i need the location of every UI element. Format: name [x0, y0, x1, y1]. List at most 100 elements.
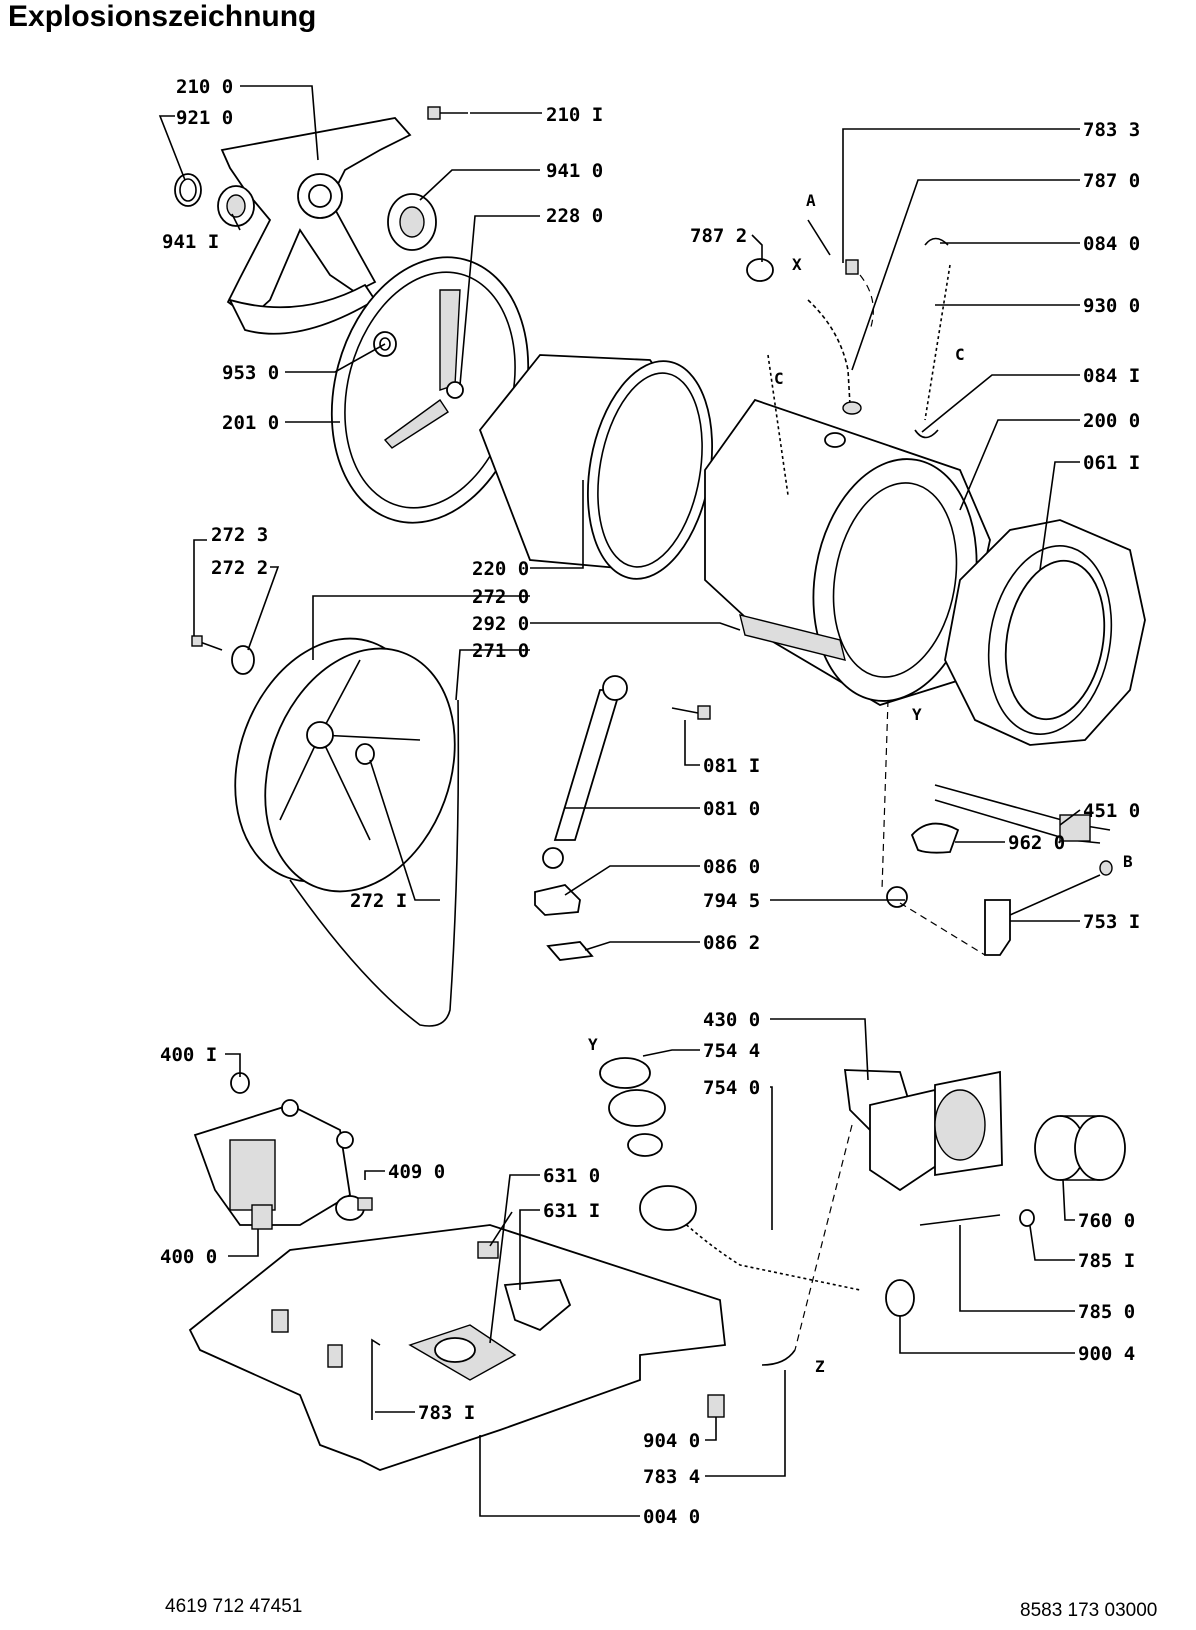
label-210-1: 210 I — [546, 104, 603, 126]
screw-part — [427, 106, 468, 120]
label-200-0: 200 0 — [1083, 410, 1140, 432]
pressure-tube-part — [807, 219, 874, 331]
marker-z: Z — [815, 1357, 825, 1376]
pulley-part — [234, 637, 456, 893]
hose-nut-part — [707, 1394, 725, 1418]
label-201-0: 201 0 — [222, 412, 279, 434]
page-title: Explosionszeichnung — [8, 0, 317, 33]
label-400-0: 400 0 — [160, 1246, 217, 1268]
label-794-5: 794 5 — [703, 890, 760, 912]
marker-y-2: Y — [588, 1035, 598, 1054]
tub-front-part — [704, 398, 991, 706]
assembly-line-z — [794, 1124, 853, 1351]
pulley-nut-part — [355, 743, 375, 765]
label-754-4: 754 4 — [703, 1040, 760, 1062]
label-272-1: 272 I — [350, 890, 407, 912]
label-631-0: 631 0 — [543, 1165, 600, 1187]
label-904-0: 904 0 — [643, 1430, 700, 1452]
label-409-0: 409 0 — [388, 1161, 445, 1183]
sump-hose-part — [639, 1185, 861, 1291]
label-086-2: 086 2 — [703, 932, 760, 954]
marker-b: B — [1123, 852, 1133, 871]
hose-clamp-part — [746, 258, 774, 282]
motor-part — [193, 1099, 365, 1230]
bearing-large-part — [387, 193, 437, 251]
assembly-line-y — [881, 699, 889, 891]
marker-c-1: C — [774, 369, 784, 388]
label-953-0: 953 0 — [222, 362, 279, 384]
document-number-left: 4619 712 47451 — [165, 1596, 303, 1617]
pulley-screw-part — [191, 635, 223, 651]
drum-spider-part — [220, 117, 412, 335]
label-084-1: 084 I — [1083, 365, 1140, 387]
document-number-right: 8583 173 03000 — [1020, 1600, 1158, 1621]
label-272-0: 272 0 — [472, 586, 529, 608]
label-962-0: 962 0 — [1008, 832, 1065, 854]
label-930-0: 930 0 — [1083, 295, 1140, 317]
hose-clamp-large-part — [885, 1279, 915, 1317]
label-272-3: 272 3 — [211, 524, 268, 546]
label-220-0: 220 0 — [472, 558, 529, 580]
drum-part — [478, 354, 713, 580]
label-785-0: 785 0 — [1078, 1301, 1135, 1323]
pump-filter-part — [1034, 1115, 1126, 1181]
label-400-1: 400 I — [160, 1044, 217, 1066]
suspension-spring-part — [767, 264, 951, 496]
label-783-3: 783 3 — [1083, 119, 1140, 141]
label-631-1: 631 I — [543, 1200, 600, 1222]
drain-plug-part — [886, 886, 908, 908]
label-228-0: 228 0 — [546, 205, 603, 227]
label-084-0: 084 0 — [1083, 233, 1140, 255]
label-783-4: 783 4 — [643, 1466, 700, 1488]
label-900-4: 900 4 — [1078, 1343, 1135, 1365]
heating-element-part — [934, 784, 1111, 844]
label-210-0: 210 0 — [176, 76, 233, 98]
motor-clip-part — [357, 1197, 373, 1211]
pressure-hose-part — [371, 1338, 381, 1420]
sump-ring-part — [599, 1057, 651, 1089]
label-787-0: 787 0 — [1083, 170, 1140, 192]
heater-seal-part — [910, 822, 960, 854]
label-754-0: 754 0 — [703, 1077, 760, 1099]
damper-bolt-part — [671, 705, 711, 720]
label-292-0: 292 0 — [472, 613, 529, 635]
spring-hook-lower-part — [914, 429, 939, 439]
label-921-0: 921 0 — [176, 107, 233, 129]
damper-clip-part — [546, 941, 594, 961]
label-004-0: 004 0 — [643, 1506, 700, 1528]
spring-hook-part — [924, 237, 949, 246]
label-271-0: 271 0 — [472, 640, 529, 662]
drain-elbow-part — [761, 1349, 796, 1366]
label-272-2: 272 2 — [211, 557, 268, 579]
marker-c-2: C — [955, 345, 965, 364]
label-760-0: 760 0 — [1078, 1210, 1135, 1232]
marker-x: X — [792, 255, 802, 274]
bearing-small-part — [217, 185, 255, 227]
marker-y-1: Y — [912, 705, 922, 724]
tub-back-part — [330, 256, 530, 524]
circlip-part — [174, 173, 202, 207]
pump-clamp-part — [1019, 1209, 1035, 1227]
label-086-0: 086 0 — [703, 856, 760, 878]
label-430-0: 430 0 — [703, 1009, 760, 1031]
marker-a: A — [806, 191, 816, 210]
label-787-2: 787 2 — [690, 225, 747, 247]
level-switch-part — [477, 1241, 572, 1332]
label-941-1: 941 I — [162, 231, 219, 253]
label-081-0: 081 0 — [703, 798, 760, 820]
leader-lines — [158, 85, 1081, 1517]
air-hose-part — [807, 299, 862, 415]
drain-pump-part — [843, 1069, 1003, 1192]
assembly-line-sensor — [899, 902, 986, 956]
base-plate-part — [188, 1224, 726, 1471]
label-783-1: 783 I — [418, 1402, 475, 1424]
ntc-sensor-part — [984, 860, 1113, 956]
pulley-washer-part — [231, 645, 255, 675]
shock-absorber-part — [542, 675, 628, 869]
label-451-0: 451 0 — [1083, 800, 1140, 822]
sump-seal-part — [608, 1089, 666, 1127]
label-061-1: 061 I — [1083, 452, 1140, 474]
drive-belt-part — [289, 699, 460, 1027]
counterweight-part — [944, 519, 1146, 746]
